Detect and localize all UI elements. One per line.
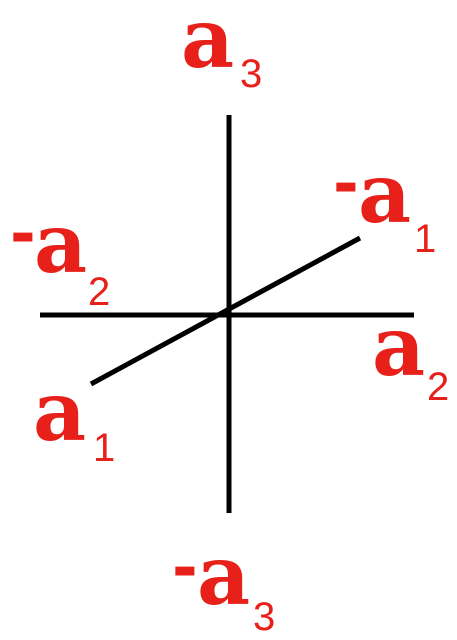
label-a1: a 1 [33, 364, 115, 470]
label-a2: a 2 [372, 299, 449, 409]
label-neg-a1: - a 1 [333, 146, 436, 261]
label-a3: a 3 [181, 0, 262, 96]
label-neg-a2: - a 2 [10, 196, 110, 314]
oblique-axis [89, 235, 362, 387]
label-neg-a3: - a 3 [172, 528, 275, 639]
